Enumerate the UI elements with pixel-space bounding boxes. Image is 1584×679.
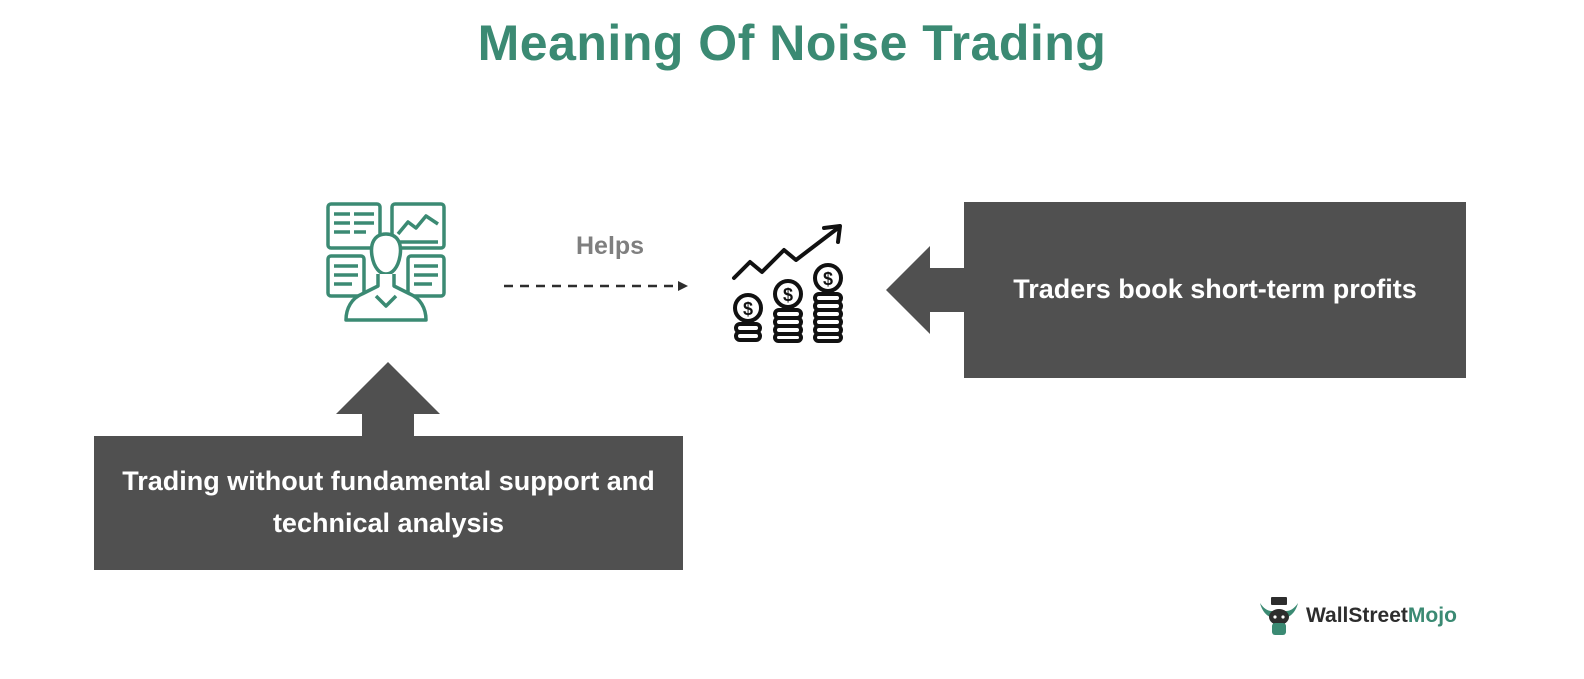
trader-screens-icon — [326, 202, 446, 322]
bull-mascot-icon — [1260, 597, 1298, 635]
cause-box: Trading without fundamental support and … — [94, 436, 683, 570]
left-arrow — [886, 246, 966, 334]
brand-logo: WallStreetMojo — [1256, 594, 1457, 638]
logo-text-part2: Mojo — [1407, 604, 1457, 627]
logo-text-part1: WallStreet — [1306, 604, 1408, 627]
page-title: Meaning Of Noise Trading — [477, 15, 1107, 71]
dashed-arrow — [504, 281, 688, 291]
up-arrow — [336, 362, 440, 438]
coins-growth-icon: $ $ $ — [732, 224, 843, 343]
svg-text:$: $ — [783, 285, 793, 305]
helps-label: Helps — [576, 232, 645, 260]
svg-text:$: $ — [823, 269, 833, 289]
effect-box: Traders book short-term profits — [964, 202, 1466, 378]
svg-text:$: $ — [743, 299, 753, 319]
